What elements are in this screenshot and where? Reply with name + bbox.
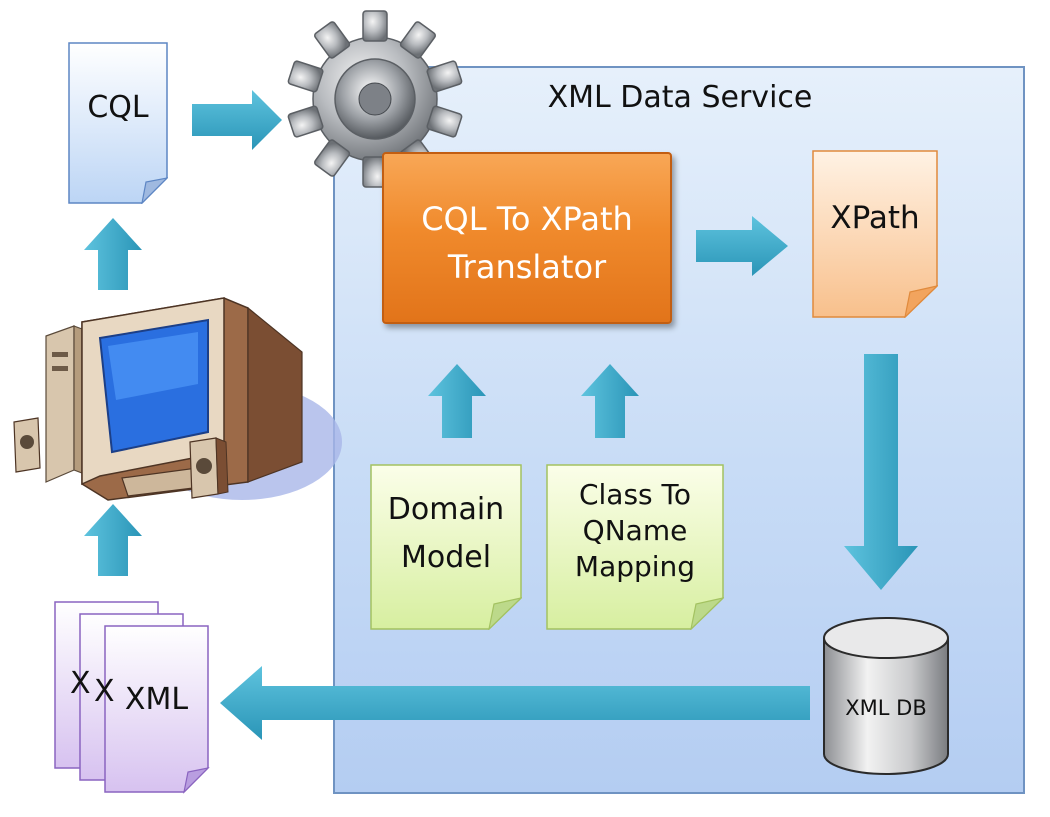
- xpath-label: XPath: [830, 200, 920, 236]
- arrow-db-to-xml: [220, 666, 810, 740]
- translator-line-1: CQL To XPath: [421, 200, 633, 238]
- xml-doc-label: XML: [124, 682, 189, 717]
- service-title: XML Data Service: [547, 80, 813, 115]
- domain-model-line-2: Model: [400, 540, 492, 575]
- mapping-line-2: QName: [582, 514, 688, 547]
- arrow-xml-to-computer: [84, 504, 142, 576]
- arrow-cql-to-service: [192, 90, 282, 150]
- arrow-xpath-to-db: [844, 354, 918, 590]
- note-icon: [370, 464, 522, 630]
- class-to-qname-mapping-note: Class To QName Mapping: [546, 464, 724, 630]
- translator-line-2: Translator: [447, 248, 607, 286]
- arrow-domain-to-translator: [428, 364, 486, 438]
- note-icon: [546, 464, 724, 630]
- xml-db-label: XML DB: [845, 696, 927, 720]
- xpath-document: XPath: [812, 150, 938, 318]
- document-icon: [812, 150, 938, 318]
- cql-label: CQL: [87, 90, 149, 125]
- document-icon: [68, 42, 168, 204]
- cql-to-xpath-translator: CQL To XPath Translator: [382, 152, 672, 324]
- xml-doc-back-label-2: X: [94, 674, 115, 709]
- cql-document: CQL: [68, 42, 168, 204]
- arrow-translator-to-xpath: [696, 216, 788, 276]
- document-stack-icon: [54, 601, 210, 794]
- xml-documents-stack: X X XML: [50, 598, 220, 794]
- xml-doc-back-label-1: X: [70, 666, 91, 701]
- mapping-line-3: Mapping: [574, 550, 696, 583]
- gear-icon: [287, 10, 463, 188]
- domain-model-line-1: Domain: [387, 492, 505, 527]
- domain-model-note: Domain Model: [370, 464, 522, 630]
- computer-icon: [13, 297, 342, 501]
- arrow-mapping-to-translator: [581, 364, 639, 438]
- mapping-line-1: Class To: [578, 478, 692, 511]
- database-icon: [823, 617, 949, 775]
- arrow-computer-to-cql: [84, 218, 142, 290]
